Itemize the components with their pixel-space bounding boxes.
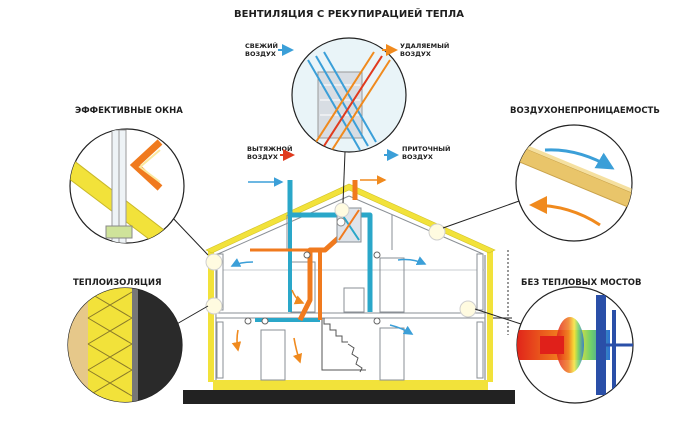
callout-leaders — [169, 151, 525, 326]
staircase — [321, 318, 366, 373]
door-upper-right — [379, 257, 405, 313]
left-wall-insulation — [208, 250, 214, 382]
right-wall-insulation — [487, 250, 493, 382]
door-lower-left — [260, 329, 286, 381]
label-airtightness: ВОЗДУХОНЕПРОНИЦАЕМОСТЬ — [510, 106, 660, 116]
door-lower-right — [379, 327, 405, 381]
recuperator-detail-circle — [291, 37, 407, 153]
ventilation-ducts — [250, 180, 373, 322]
label-no-thermal-bridges: БЕЗ ТЕПЛОВЫХ МОСТОВ — [521, 278, 642, 288]
window-lower-right — [476, 321, 484, 379]
fan-icon — [336, 217, 346, 227]
diagram-title: ВЕНТИЛЯЦИЯ С РЕКУПИРАЦИЕЙ ТЕПЛА — [234, 7, 464, 20]
thermal-bridges-detail-circle — [516, 286, 634, 404]
window-lower-left — [216, 321, 224, 379]
house — [183, 175, 515, 404]
windows-detail-circle — [69, 128, 185, 244]
door-upper-middle — [343, 287, 365, 313]
label-efficient-windows: ЭФФЕКТИВНЫЕ ОКНА — [75, 106, 183, 116]
label-insulation: ТЕПЛОИЗОЛЯЦИЯ — [73, 278, 162, 288]
foundation — [183, 390, 515, 404]
airtightness-detail-circle — [515, 124, 633, 242]
insulation-detail-circle — [67, 287, 183, 403]
roof-insulation — [205, 183, 496, 254]
airflow-arrows — [230, 175, 427, 364]
air-diffusers — [244, 251, 381, 325]
window-upper-right — [476, 253, 484, 311]
floor-slab-insulation — [213, 380, 488, 390]
intermediate-floor — [215, 312, 486, 319]
